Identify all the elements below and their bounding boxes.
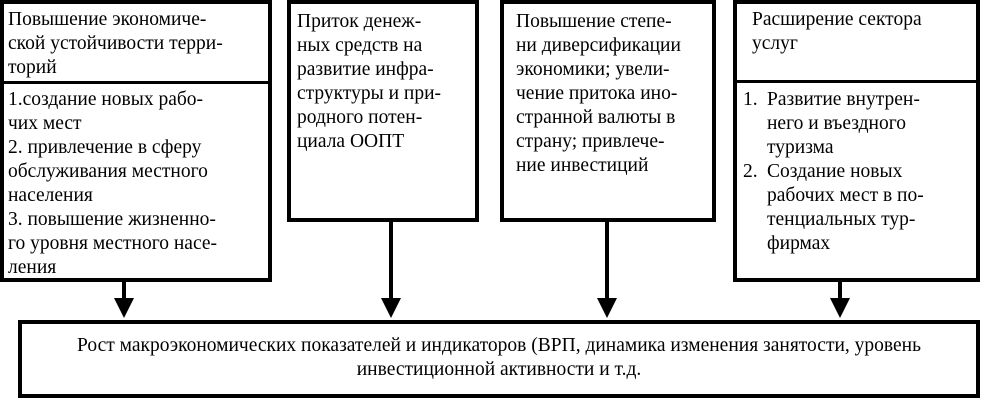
box-diversification xyxy=(500,0,716,222)
box-diversification-text: Повышение степе- ни диверсификации эконо… xyxy=(516,11,681,176)
box-macro-growth-text: Рост макроэкономических показателей и ин… xyxy=(77,335,921,380)
services-item-1-text: Развитие внутрен- него и въездного туриз… xyxy=(767,89,920,158)
box-divider xyxy=(735,80,978,83)
box-economic-stability-header: Повышение экономиче- ской устойчивости т… xyxy=(8,9,223,78)
box-services-sector xyxy=(733,0,980,282)
services-item-2-text: Создание новых рабочих мест в по- тенциа… xyxy=(767,161,924,254)
box-cash-inflow-text: Приток денеж- ных средств на развитие ин… xyxy=(297,11,442,152)
box-divider xyxy=(2,81,270,84)
services-item-1-num: 1. xyxy=(743,89,758,110)
box-economic-stability-body: 1.создание новых рабо- чих мест 2. привл… xyxy=(8,89,217,278)
box-economic-stability xyxy=(0,0,272,282)
box-services-sector-header: Расширение сектора услуг xyxy=(752,9,922,54)
box-macro-growth xyxy=(18,320,980,398)
box-cash-inflow xyxy=(287,0,479,222)
services-item-2-num: 2. xyxy=(743,161,758,182)
